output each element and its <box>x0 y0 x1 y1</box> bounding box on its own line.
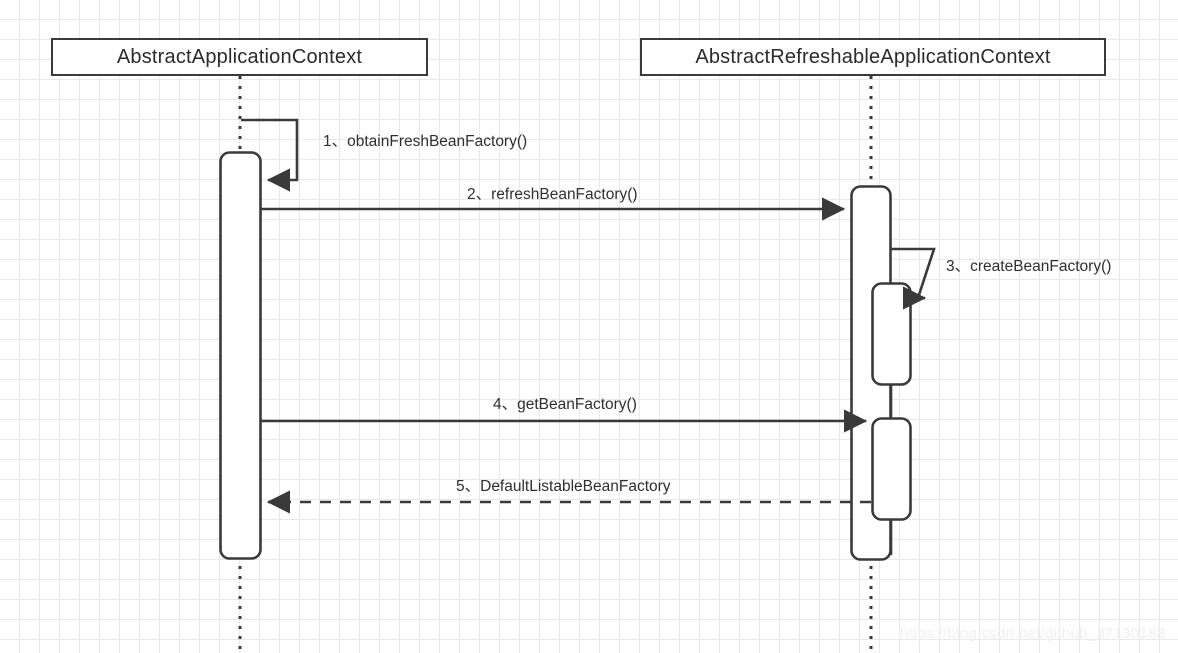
message-label-2: 2、refreshBeanFactory() <box>467 186 638 203</box>
participant-name-label: AbstractRefreshableApplicationContext <box>695 45 1051 68</box>
activation-bar-p1-nested-1 <box>871 282 912 386</box>
message-label-1: 1、obtainFreshBeanFactory() <box>323 133 528 150</box>
activation-bar-p1-nested-2 <box>871 417 912 521</box>
message-label-4: 4、getBeanFactory() <box>493 396 637 413</box>
participant-header-abstractrefreshableapplicationcontext[interactable]: AbstractRefreshableApplicationContext <box>640 38 1106 76</box>
participant-header-abstractapplicationcontext[interactable]: AbstractApplicationContext <box>51 38 428 76</box>
message-arrow-3 <box>891 247 936 310</box>
participant-name-label: AbstractApplicationContext <box>116 45 363 68</box>
watermark-text: https://blog.csdn.net/github_37130188 <box>900 625 1166 642</box>
message-arrow-1 <box>241 118 299 192</box>
message-label-5: 5、DefaultListableBeanFactory <box>456 478 671 495</box>
message-label-3: 3、createBeanFactory() <box>946 258 1112 275</box>
activation-bar-p0 <box>219 151 262 560</box>
